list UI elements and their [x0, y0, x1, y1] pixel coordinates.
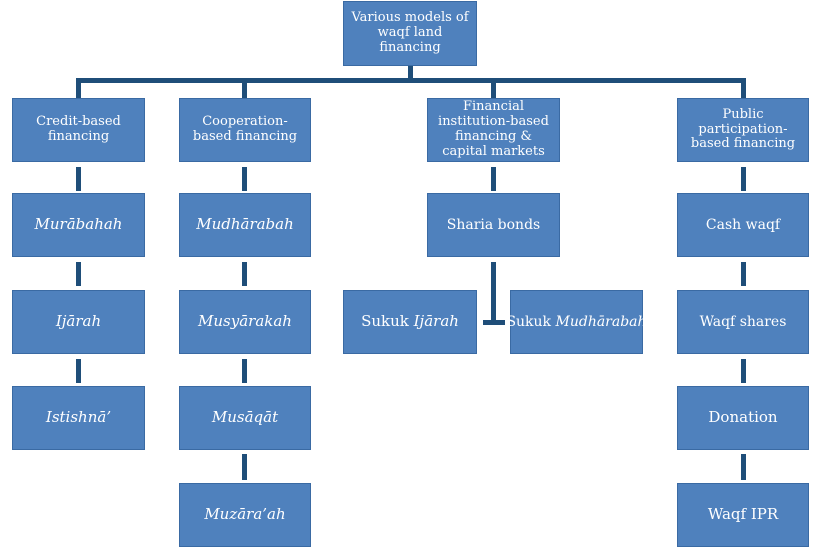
connector-cat2-item1	[242, 167, 247, 191]
node-label-term: Ijārah	[413, 312, 459, 331]
node-label: Donation	[708, 408, 778, 427]
node-sukuk-ijarah: Sukuk Ijārah	[343, 290, 477, 354]
node-label: Sharia bonds	[446, 216, 541, 233]
node-label: Murābahah	[34, 215, 123, 234]
connector-cat4-item2	[741, 262, 746, 286]
connector-cat4-drop	[741, 78, 746, 98]
node-label: Ijārah	[55, 312, 102, 331]
node-istishna: Istishnā’	[12, 386, 145, 450]
node-label: Waqf shares	[699, 313, 787, 330]
connector-cat2-item2	[242, 262, 247, 286]
node-label: Sukuk Ijārah	[361, 313, 459, 330]
node-label-prefix: Sukuk	[361, 312, 409, 331]
category-title: Cooperation-based financing	[192, 114, 298, 144]
category-title: Credit-based financing	[36, 114, 121, 144]
node-murabahah: Murābahah	[12, 193, 145, 257]
connector-cat3-drop	[491, 78, 496, 98]
connector-cat2-item4	[242, 454, 247, 480]
connector-horizontal-bus	[76, 78, 746, 83]
node-ijarah: Ijārah	[12, 290, 145, 354]
connector-cat4-item3	[741, 359, 746, 383]
node-label: Muzāra’ah	[204, 505, 286, 524]
node-label: Sukuk Mudhārabah	[506, 314, 646, 330]
node-sukuk-mudharabah: Sukuk Mudhārabah	[506, 290, 647, 354]
node-sharia-bonds: Sharia bonds	[427, 193, 560, 257]
node-waqf-ipr: Waqf IPR	[677, 483, 809, 547]
connector-cat2-item3	[242, 359, 247, 383]
node-cash-waqf: Cash waqf	[677, 193, 809, 257]
node-label-prefix: Sukuk	[506, 313, 552, 330]
node-label: Waqf IPR	[707, 505, 779, 524]
connector-cat4-item1	[741, 167, 746, 191]
connector-cat1-item3	[76, 359, 81, 383]
node-label-term: Mudhārabah	[555, 313, 647, 330]
connector-cat3-item1	[491, 167, 496, 191]
node-label: Istishnā’	[45, 408, 112, 427]
connector-sharia-bar	[483, 320, 505, 325]
node-label: Mudhārabah	[196, 215, 294, 234]
node-label: Cash waqf	[705, 216, 781, 233]
category-financial-institution: Financial institution-based financing & …	[427, 98, 560, 162]
node-label: Musyārakah	[198, 312, 292, 331]
connector-sharia-down	[491, 262, 496, 322]
connector-cat1-item2	[76, 262, 81, 286]
connector-root-down	[408, 66, 413, 80]
node-musaqat: Musāqāt	[179, 386, 311, 450]
root-title: Various models of waqf land financing	[351, 10, 469, 55]
node-muzaraah: Muzāra’ah	[179, 483, 311, 547]
node-mudharabah: Mudhārabah	[179, 193, 311, 257]
node-donation: Donation	[677, 386, 809, 450]
connector-cat4-item4	[741, 454, 746, 480]
connector-cat2-drop	[242, 78, 247, 98]
category-title: Public participation-based financing	[690, 106, 796, 152]
category-credit-based: Credit-based financing	[12, 98, 145, 162]
category-public-participation: Public participation-based financing	[677, 98, 809, 162]
category-cooperation-based: Cooperation-based financing	[179, 98, 311, 162]
node-waqf-shares: Waqf shares	[677, 290, 809, 354]
connector-cat1-item1	[76, 167, 81, 191]
node-label: Musāqāt	[211, 408, 279, 427]
connector-cat1-drop	[76, 78, 81, 98]
root-box: Various models of waqf land financing	[343, 1, 477, 66]
node-musyarakah: Musyārakah	[179, 290, 311, 354]
category-title: Financial institution-based financing & …	[438, 99, 549, 159]
